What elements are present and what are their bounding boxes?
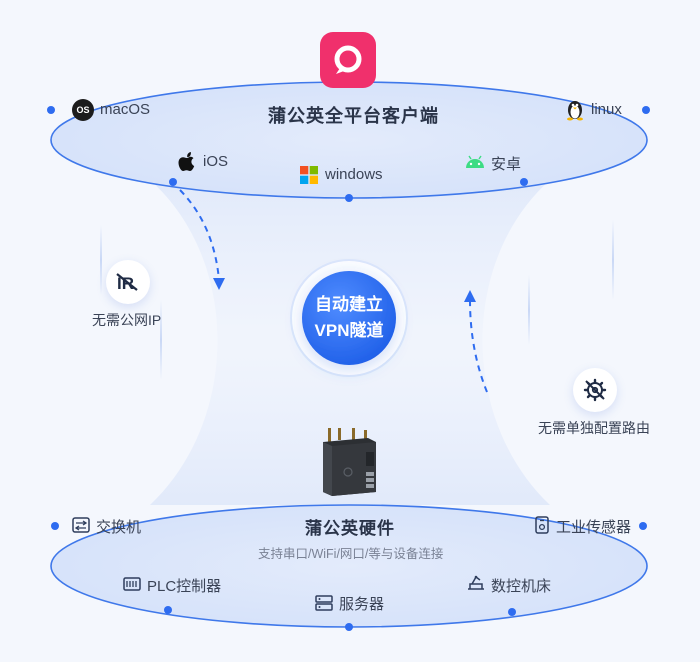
linux-penguin-icon bbox=[564, 98, 586, 122]
device-label-server: 服务器 bbox=[339, 596, 385, 613]
client-label-ios: iOS bbox=[203, 153, 229, 170]
device-label-cnc: 数控机床 bbox=[491, 578, 552, 595]
cnc-machine-icon bbox=[467, 575, 485, 591]
device-label-switch: 交换机 bbox=[96, 519, 142, 536]
top-title: 蒲公英全平台客户端 bbox=[268, 106, 439, 126]
no-router-icon bbox=[573, 368, 617, 412]
device-label-plc: PLC控制器 bbox=[147, 578, 222, 595]
switch-icon bbox=[72, 517, 90, 533]
client-label-windows: windows bbox=[325, 166, 383, 183]
up-arrow-path bbox=[469, 299, 488, 393]
apple-icon bbox=[177, 151, 197, 173]
client-label-linux: linux bbox=[591, 101, 622, 118]
center-line-2: VPN隧道 bbox=[314, 321, 384, 340]
android-icon bbox=[465, 155, 485, 169]
feature-no-router-config: 无需单独配置路由 bbox=[538, 420, 650, 436]
bottom-title: 蒲公英硬件 bbox=[305, 519, 395, 538]
client-label-macos: macOS bbox=[100, 101, 151, 118]
macos-badge: OS bbox=[76, 105, 90, 115]
sensor-icon bbox=[535, 516, 549, 534]
bottom-subtitle: 支持串口/WiFi/网口/等与设备连接 bbox=[258, 547, 444, 561]
down-arrow-path bbox=[179, 189, 220, 281]
center-line-1: 自动建立 bbox=[315, 295, 383, 314]
server-icon bbox=[315, 595, 333, 611]
vpn-tunnel-label: 自动建立 VPN隧道 bbox=[302, 292, 396, 344]
device-label-industrial-sensor: 工业传感器 bbox=[556, 519, 632, 536]
plc-icon bbox=[123, 577, 141, 591]
client-label-android: 安卓 bbox=[491, 156, 522, 173]
macos-icon: OS bbox=[72, 99, 94, 121]
center-circle bbox=[302, 271, 396, 365]
feature-no-public-ip: 无需公网IP bbox=[92, 312, 162, 328]
no-ip-icon: IR bbox=[106, 260, 150, 304]
pgy-logo-icon bbox=[320, 32, 376, 88]
windows-icon bbox=[300, 166, 318, 184]
router-hardware-icon bbox=[318, 428, 380, 500]
